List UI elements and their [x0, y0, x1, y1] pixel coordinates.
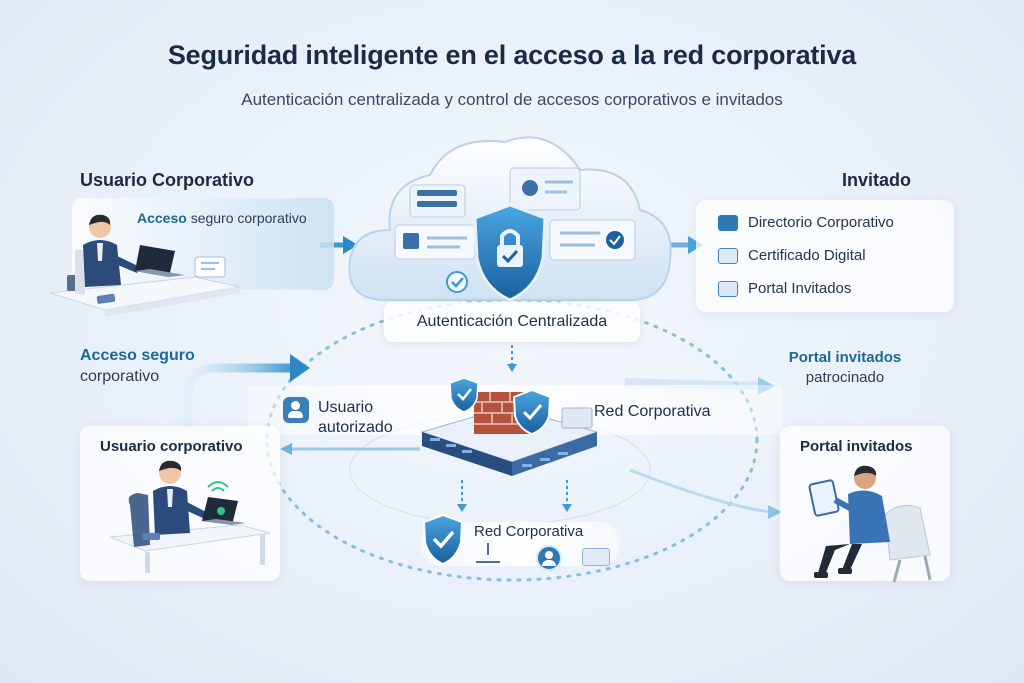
page-subtitle: Autenticación centralizada y control de …	[241, 90, 783, 109]
user-circle-icon	[536, 545, 562, 571]
authorized-user-label: Usuario autorizado	[318, 398, 393, 438]
corporate-network-label: Red Corporativa	[594, 403, 711, 420]
bottom-network-label: Red Corporativa	[474, 523, 584, 540]
router-icon	[476, 543, 500, 563]
secure-access-text: seguro corporativo	[190, 210, 307, 226]
secure-access-mid-line2: corporativo	[80, 368, 160, 385]
corporate-user-label: Usuario corporativo	[100, 438, 243, 455]
central-auth-label-box	[384, 302, 640, 342]
guest-options-panel: Directorio Corporativo Certificado Digit…	[696, 200, 954, 312]
guest-item-portal: Portal Invitados	[718, 280, 851, 297]
guest-item-label: Directorio Corporativo	[748, 214, 894, 231]
corporate-user-heading: Usuario Corporativo	[80, 170, 255, 190]
central-auth-label: Autenticación Centralizada	[416, 313, 608, 330]
secure-access-mid: Acceso seguro corporativo	[80, 347, 195, 386]
authorized-user-line1: Usuario	[318, 399, 374, 416]
corporate-user-desk-illustration	[109, 460, 271, 573]
corporate-network-illustration	[420, 377, 599, 476]
device-icon	[582, 548, 610, 566]
authorized-user-icon	[283, 397, 309, 423]
guest-item-label: Certificado Digital	[748, 247, 866, 264]
guest-portal-label: Portal invitados	[800, 438, 913, 455]
briefcase-icon	[718, 214, 738, 231]
certificate-icon	[718, 247, 738, 264]
corporate-user-illustration	[49, 214, 241, 317]
secure-access-mid-line1: Acceso seguro	[80, 347, 195, 364]
guest-heading: Invitado	[842, 170, 912, 190]
page-title: Seguridad inteligente en el acceso a la …	[167, 40, 857, 70]
guest-item-label: Portal Invitados	[748, 280, 852, 297]
portal-icon	[718, 280, 738, 297]
guest-item-certificate: Certificado Digital	[718, 247, 866, 264]
secure-access-bold: Acceso	[137, 210, 187, 226]
sponsored-portal-text: Portal invitados patrocinado	[780, 349, 910, 386]
cloud-authentication-illustration	[348, 136, 672, 302]
authorized-user-line2: autorizado	[318, 419, 393, 436]
guest-item-directory: Directorio Corporativo	[718, 214, 894, 231]
guest-user-illustration	[808, 465, 932, 583]
sponsored-portal-line2: patrocinado	[805, 369, 885, 386]
sponsored-portal-line1: Portal invitados	[788, 349, 902, 366]
secure-access-caption: Acceso seguro corporativo	[137, 210, 307, 226]
bottom-shield-icon	[422, 513, 464, 566]
